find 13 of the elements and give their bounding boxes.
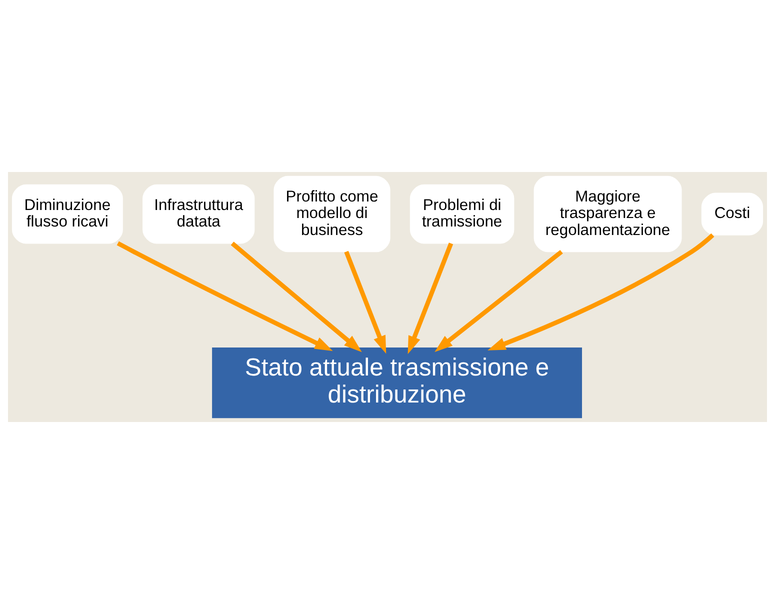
- node-box: Diminuzione flusso ricavi: [12, 184, 123, 244]
- node-box: Stato attuale trasmissione e distribuzione: [212, 346, 582, 418]
- node-box: Problemi di tramissione: [410, 184, 514, 244]
- arrow: [488, 232, 714, 350]
- node-box: Costi: [701, 192, 764, 235]
- arrow: [230, 241, 362, 352]
- arrow: [344, 250, 386, 354]
- arrow: [434, 249, 563, 352]
- node-box: Maggiore trasparenza e regolamentazione: [534, 175, 682, 252]
- node-box: Infrastruttura datata: [142, 184, 255, 244]
- arrow: [408, 242, 454, 354]
- node-box: Profitto come modello di business: [274, 175, 390, 252]
- arrow: [116, 240, 333, 350]
